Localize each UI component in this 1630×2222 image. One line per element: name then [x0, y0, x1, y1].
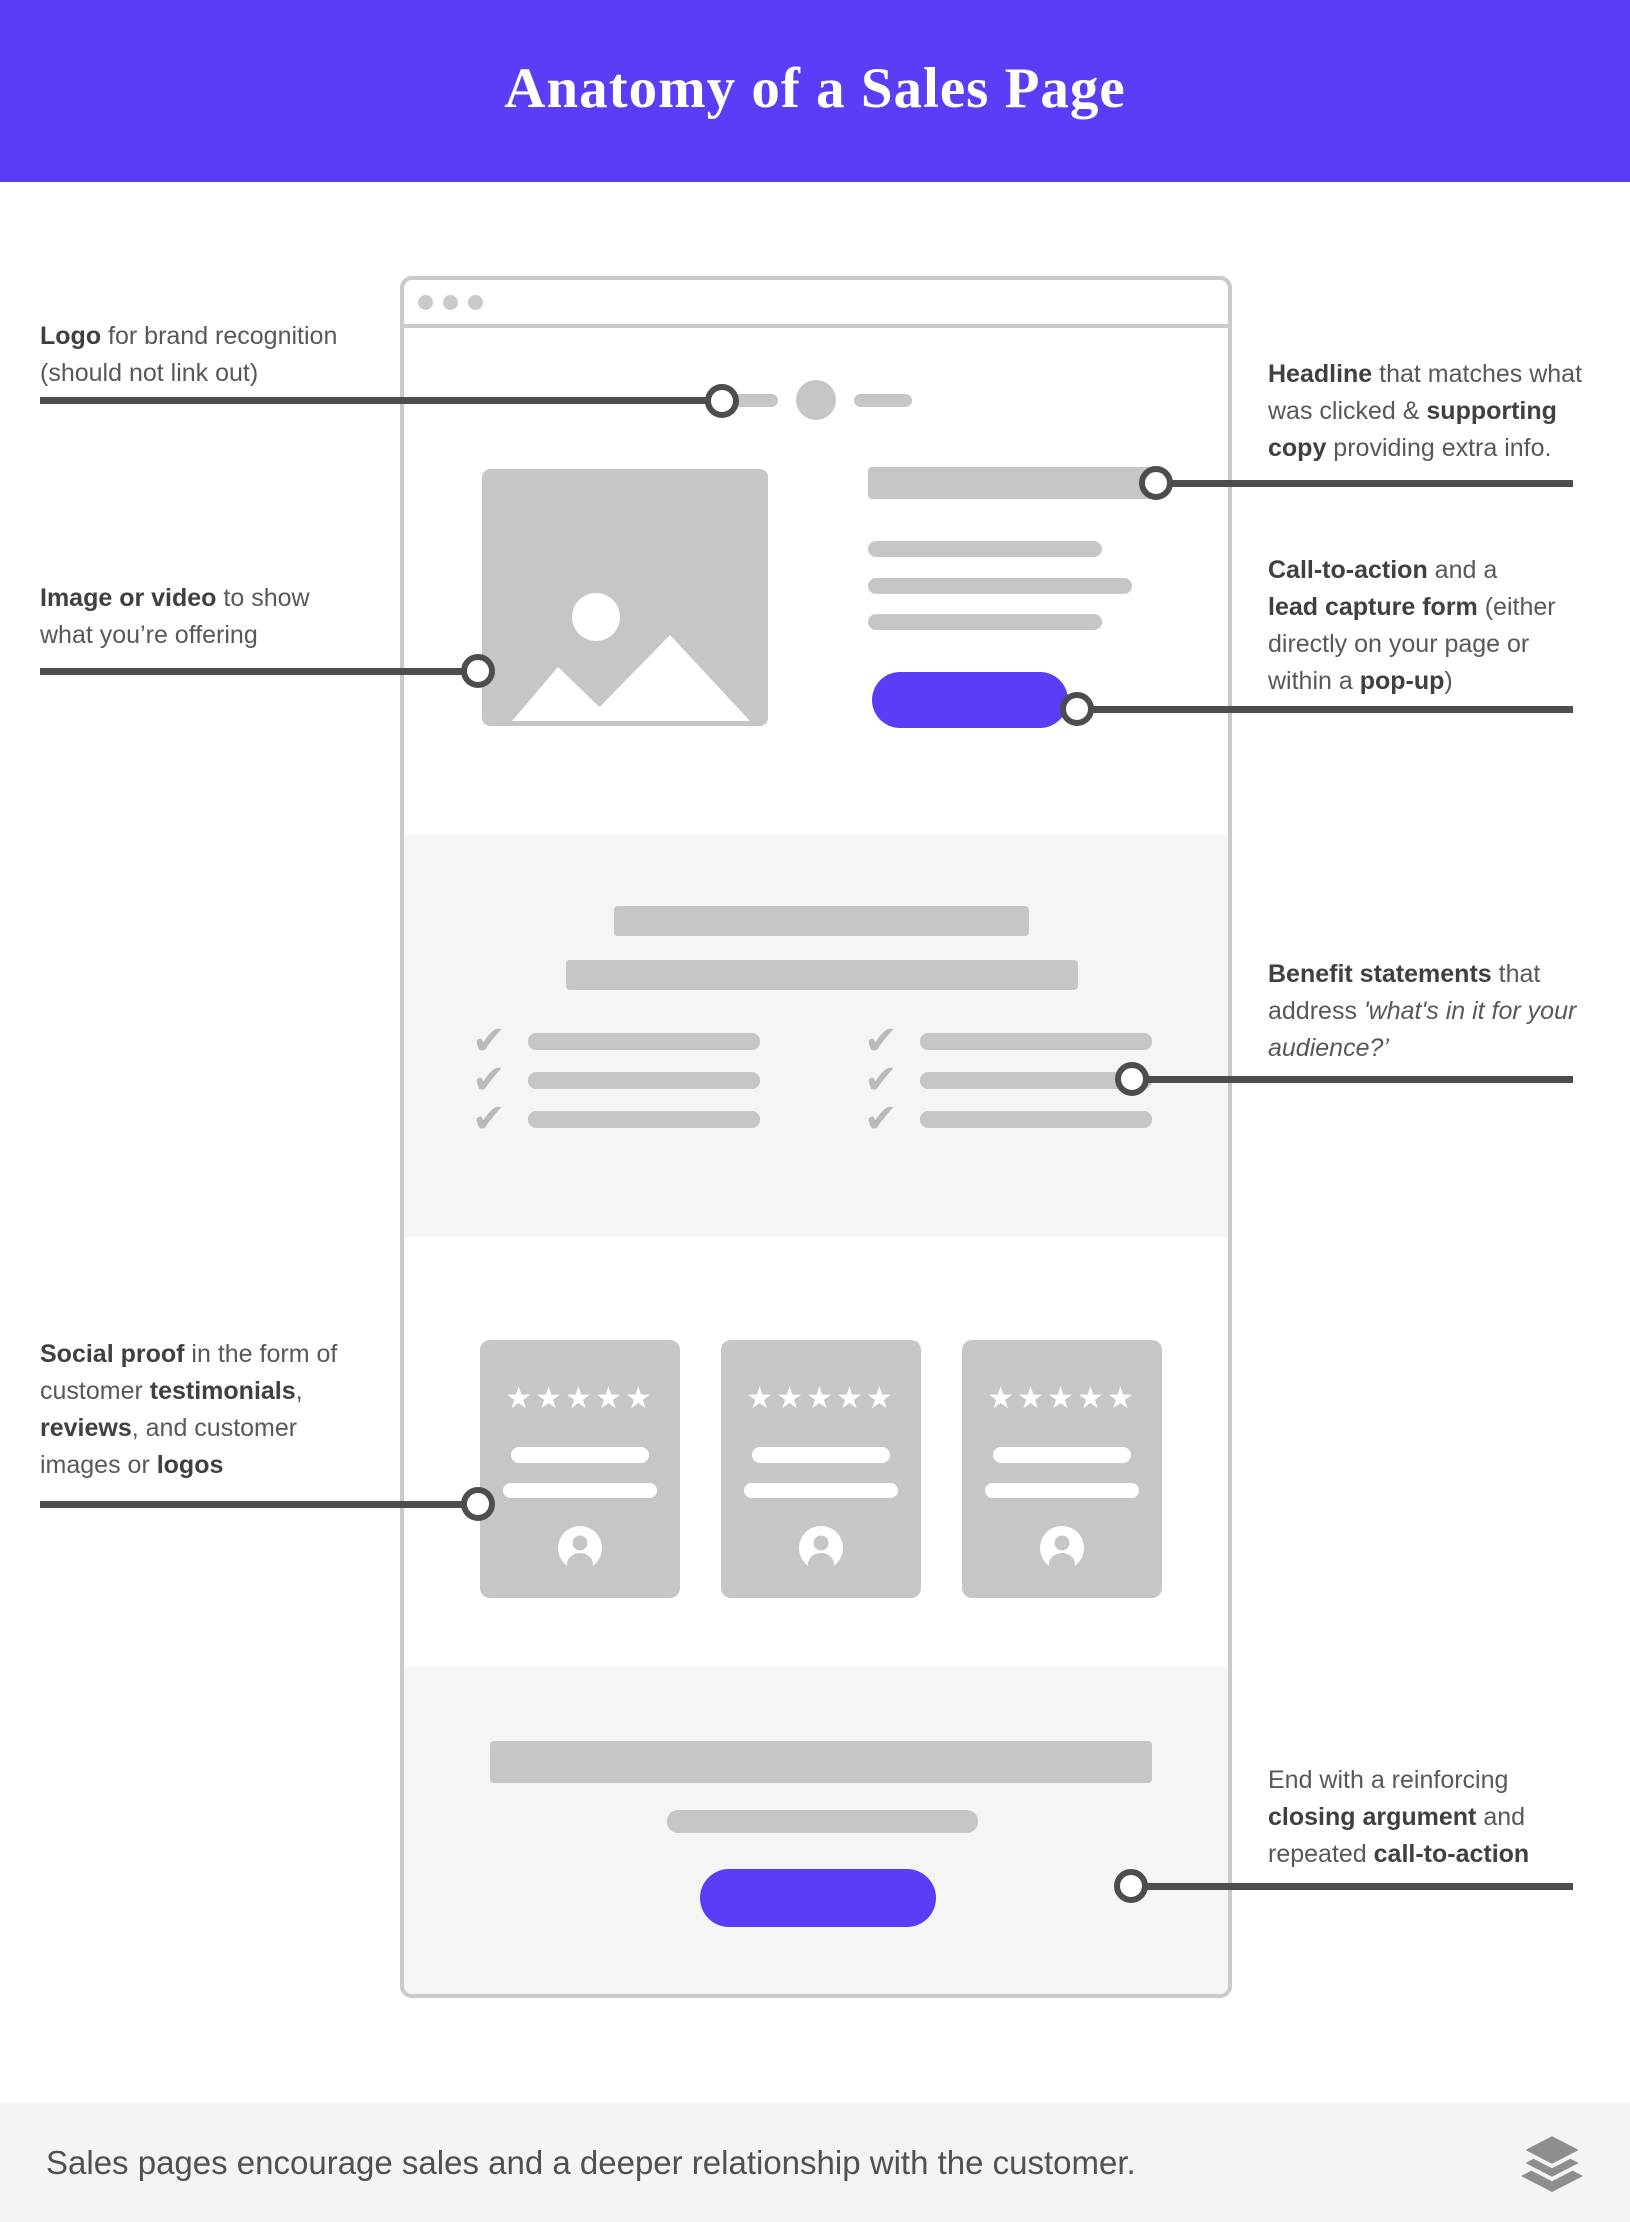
connector-line [40, 668, 478, 675]
connector-node [461, 1487, 495, 1521]
star-icon: ★ [806, 1381, 836, 1416]
annotation-logo: Logo for brand recognition(should not li… [40, 322, 338, 387]
testimonial-text-placeholder [985, 1483, 1139, 1498]
testimonial-card: ★★★★★ [721, 1340, 921, 1598]
browser-titlebar [404, 280, 1228, 328]
testimonial-text-placeholder [752, 1447, 890, 1463]
connector-node [1139, 466, 1173, 500]
footer-bar: Sales pages encourage sales and a deeper… [0, 2103, 1630, 2222]
star-icon: ★ [505, 1381, 536, 1416]
checkmark-icon: ✔ [472, 1018, 506, 1064]
star-icon: ★ [1076, 1381, 1107, 1416]
window-dot-icon [418, 294, 433, 310]
five-star-rating: ★★★★★ [962, 1382, 1162, 1416]
image-placeholder [482, 469, 768, 726]
cta-button-placeholder [700, 1869, 936, 1927]
star-icon: ★ [624, 1381, 655, 1416]
copy-line-placeholder [868, 541, 1102, 557]
headline-placeholder [868, 467, 1160, 499]
copy-line-placeholder [868, 578, 1132, 594]
star-icon: ★ [565, 1381, 595, 1416]
five-star-rating: ★★★★★ [721, 1382, 921, 1416]
star-icon: ★ [1017, 1381, 1048, 1416]
testimonial-card: ★★★★★ [962, 1340, 1162, 1598]
avatar-icon [1040, 1526, 1084, 1570]
closing-title-placeholder [490, 1741, 1152, 1783]
connector-line [1131, 1883, 1573, 1890]
connector-line [1156, 480, 1573, 487]
image-mountains-icon [512, 593, 750, 721]
window-dot-icon [443, 294, 458, 310]
connector-node [461, 654, 495, 688]
window-dot-icon [468, 294, 483, 310]
star-icon: ★ [987, 1381, 1018, 1416]
benefit-text-placeholder [920, 1110, 1152, 1128]
cta-button-placeholder [872, 672, 1068, 728]
testimonial-text-placeholder [744, 1483, 898, 1498]
benefit-item: ✔ [472, 1021, 760, 1061]
checkmark-icon: ✔ [864, 1057, 898, 1103]
benefit-item: ✔ [472, 1060, 760, 1100]
benefit-item: ✔ [864, 1099, 1152, 1139]
benefit-text-placeholder [528, 1071, 760, 1089]
star-icon: ★ [835, 1381, 866, 1416]
logo-placeholder [796, 380, 836, 420]
checkmark-icon: ✔ [864, 1096, 898, 1142]
nav-link-placeholder [854, 393, 912, 407]
avatar-icon [799, 1526, 843, 1570]
avatar-icon [558, 1526, 602, 1570]
connector-line [1132, 1076, 1573, 1083]
connector-node [1115, 1062, 1149, 1096]
buffer-layers-icon [1520, 2133, 1584, 2192]
browser-window-mockup: ✔ ✔ ✔ ✔ ✔ ✔ [400, 276, 1232, 1998]
testimonial-text-placeholder [503, 1483, 657, 1498]
connector-line [40, 1501, 478, 1508]
benefit-item: ✔ [472, 1099, 760, 1139]
testimonial-text-placeholder [993, 1447, 1131, 1463]
page-title: Anatomy of a Sales Page [504, 56, 1126, 120]
benefit-text-placeholder [920, 1071, 1152, 1089]
closing-section [404, 1666, 1228, 1994]
connector-node [1114, 1869, 1148, 1903]
checkmark-icon: ✔ [472, 1057, 506, 1103]
star-icon: ★ [865, 1381, 896, 1416]
testimonial-card: ★★★★★ [480, 1340, 680, 1598]
connector-line [40, 397, 722, 404]
benefit-text-placeholder [528, 1110, 760, 1128]
star-icon: ★ [776, 1381, 807, 1416]
section-title-placeholder [614, 906, 1029, 936]
testimonial-text-placeholder [511, 1447, 649, 1463]
benefit-text-placeholder [920, 1032, 1152, 1050]
copy-line-placeholder [868, 614, 1102, 630]
benefit-item: ✔ [864, 1060, 1152, 1100]
star-icon: ★ [1106, 1381, 1137, 1416]
star-icon: ★ [535, 1381, 566, 1416]
star-icon: ★ [1047, 1381, 1077, 1416]
connector-line [1077, 706, 1573, 713]
footer-caption: Sales pages encourage sales and a deeper… [46, 2143, 1136, 2181]
five-star-rating: ★★★★★ [480, 1382, 680, 1416]
checkmark-icon: ✔ [864, 1018, 898, 1064]
closing-subtitle-placeholder [667, 1810, 978, 1833]
checkmark-icon: ✔ [472, 1096, 506, 1142]
benefit-text-placeholder [528, 1032, 760, 1050]
star-icon: ★ [594, 1381, 625, 1416]
header-banner: Anatomy of a Sales Page [0, 0, 1630, 182]
star-icon: ★ [746, 1381, 777, 1416]
section-subtitle-placeholder [566, 960, 1078, 990]
benefit-item: ✔ [864, 1021, 1152, 1061]
benefits-section: ✔ ✔ ✔ ✔ ✔ ✔ [404, 834, 1228, 1237]
connector-node [705, 384, 739, 418]
connector-node [1060, 692, 1094, 726]
